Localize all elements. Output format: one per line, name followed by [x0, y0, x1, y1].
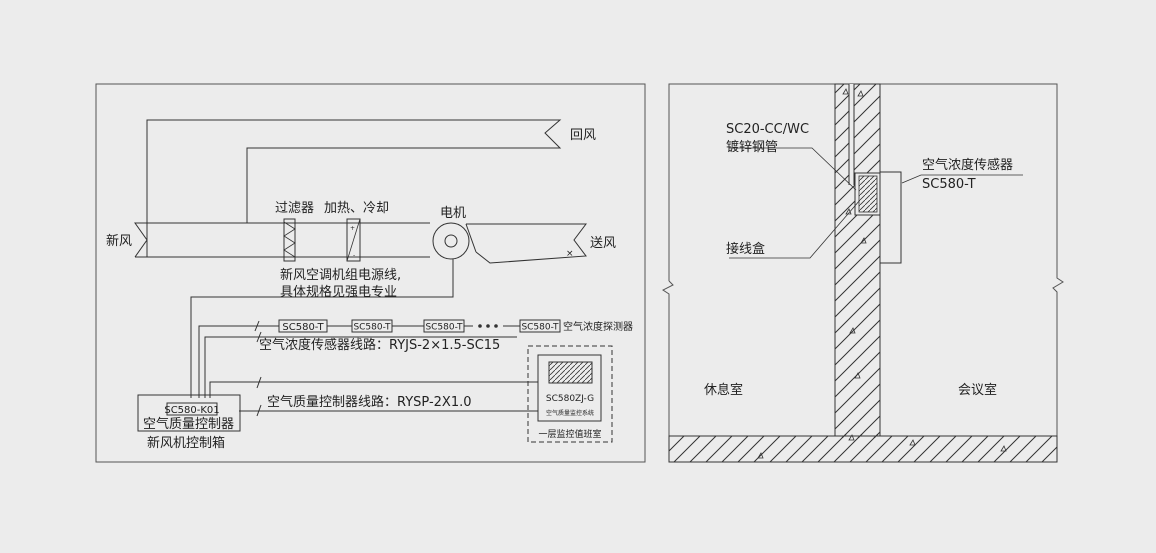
- sensor-node-1: SC580-T: [278, 319, 328, 333]
- right-frame: [662, 83, 1064, 463]
- motor-label: 电机: [440, 206, 466, 221]
- coil-diagonal: [346, 218, 361, 262]
- controller-name: 空气质量控制器: [143, 416, 234, 432]
- wall-section: [834, 83, 881, 437]
- conduit-pipe-fill: [849, 84, 854, 185]
- sensor-node-1-label: SC580-T: [282, 322, 324, 333]
- sensor-node-3-label: SC580-T: [425, 323, 463, 333]
- monitor-screen: [548, 361, 593, 384]
- monitor-unit: [537, 354, 602, 422]
- junction-box-label: 接线盒: [726, 241, 765, 257]
- sensor-leader: [901, 174, 1023, 184]
- supply-air-label: 送风: [590, 236, 616, 251]
- sensor-node-4: SC580-T: [519, 319, 561, 333]
- sensor-line-label: 空气浓度传感器线路：RYJS-2×1.5-SC15: [259, 337, 500, 353]
- sensor-node-4-label: SC580-T: [521, 323, 559, 333]
- supply-air-duct: [466, 223, 587, 264]
- supply-damper-mark: ×: [566, 249, 574, 259]
- sensor-label-line-2: SC580-T: [922, 177, 976, 192]
- pipe-leader: [729, 147, 857, 191]
- controller-line: [209, 381, 538, 398]
- controller-line-tick-2: [256, 404, 262, 417]
- sensor-line-return: [204, 336, 517, 398]
- pipe-label-line-1: SC20-CC/WC: [726, 122, 809, 137]
- sensor-line-tick-2: [256, 331, 262, 343]
- sensor-line-tick: [254, 320, 260, 332]
- fan-hub: [444, 234, 458, 248]
- cabinet-name: 新风机控制箱: [147, 435, 225, 451]
- pipe-label-line-2: 镀锌钢管: [726, 139, 778, 155]
- system-name: 空气质量监控系统: [546, 409, 594, 417]
- supply-air-duct-edge: [465, 223, 477, 253]
- coil-block: [346, 218, 361, 262]
- return-air-duct: [146, 119, 562, 223]
- coil-plus: +: [350, 225, 355, 232]
- controller-line-label: 空气质量控制器线路：RYSP-2X1.0: [267, 394, 472, 410]
- fresh-air-label: 新风: [106, 233, 132, 249]
- filter-zigzag: [283, 221, 296, 258]
- floor-slab: [668, 435, 1058, 463]
- concrete-marks: [757, 88, 1007, 459]
- lounge-label: 休息室: [704, 382, 743, 398]
- meeting-room-label: 会议室: [958, 382, 997, 398]
- wall-installation-section: SC20-CC/WC 镀锌钢管 空气浓度传感器 SC580-T 接线盒 休息室 …: [662, 83, 1064, 463]
- ellipsis-dot-2: [486, 324, 490, 328]
- sensor-label-line-1: 空气浓度传感器: [922, 157, 1013, 173]
- monitor-room-label: 一层监控值班室: [538, 428, 601, 440]
- wall-floor-join: [836, 434, 879, 438]
- power-cable: [190, 259, 454, 398]
- controller-line-tick: [256, 376, 262, 389]
- controller-model: SC580-K01: [164, 405, 219, 416]
- filter-block: [283, 218, 296, 262]
- heat-cool-label: 加热、冷却: [324, 201, 389, 216]
- sensor-node-2: SC580-T: [351, 319, 393, 333]
- monitor-room-boundary: [527, 345, 613, 443]
- sensor-line: [198, 325, 528, 398]
- ellipsis-dot-1: [478, 324, 482, 328]
- power-note-line-2: 具体规格见强电专业: [280, 284, 397, 300]
- left-frame: [95, 83, 646, 463]
- sensor-node-3: SC580-T: [423, 319, 465, 333]
- fan-casing: [432, 222, 470, 260]
- box-leader: [729, 199, 861, 259]
- ellipsis-dot-3: [494, 324, 498, 328]
- sensor-node-2-label: SC580-T: [353, 323, 391, 333]
- wall-sensor: [879, 171, 902, 264]
- fresh-air-inlet: [134, 222, 148, 258]
- power-note-line-1: 新风空调机组电源线,: [280, 267, 401, 283]
- junction-box-hatch: [858, 175, 878, 213]
- return-air-label: 回风: [570, 128, 596, 143]
- control-cabinet: [137, 394, 241, 432]
- coil-minus: -: [353, 252, 355, 259]
- filter-label: 过滤器: [275, 201, 314, 216]
- controller-model-box: [166, 402, 218, 416]
- system-model: SC580ZJ-G: [546, 394, 594, 404]
- hvac-wiring-diagram: + - × 回风 新风 送风 过滤器 加热、冷却 电机 新风空调机组电源线, 具…: [95, 83, 646, 463]
- sensor-chain-label: 空气浓度探测器: [563, 320, 633, 333]
